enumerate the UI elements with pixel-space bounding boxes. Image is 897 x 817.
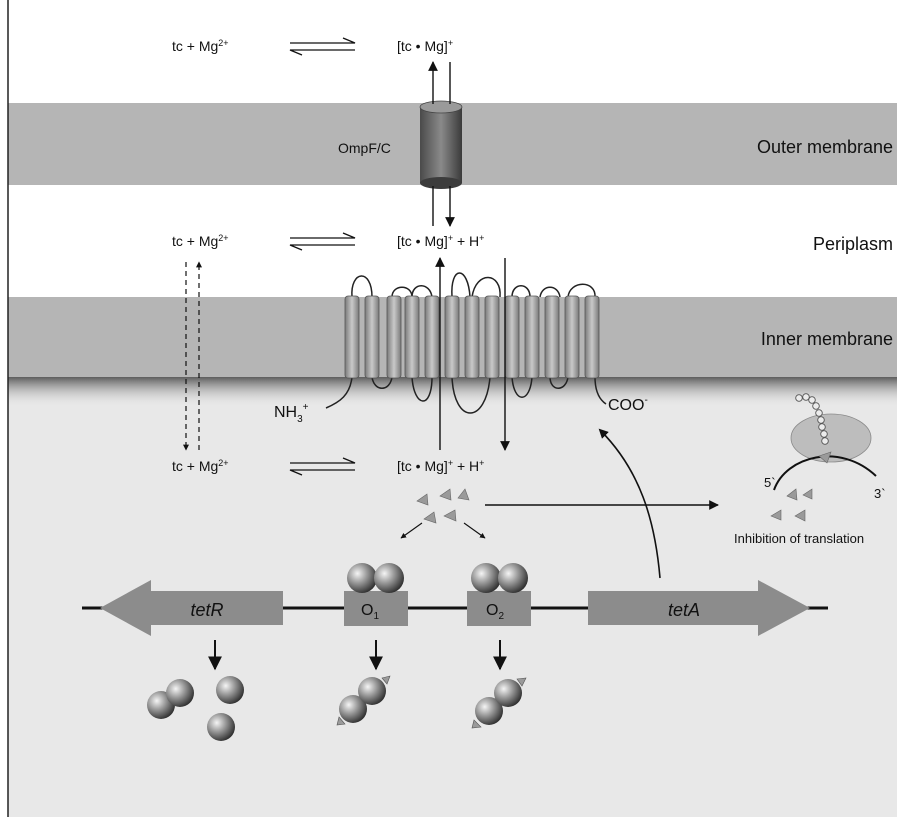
c-terminus-label: COO- bbox=[608, 395, 648, 414]
svg-text:[tc • Mg]+ + H+: [tc • Mg]+ + H+ bbox=[397, 233, 484, 249]
inner-membrane-label: Inner membrane bbox=[761, 329, 893, 349]
tetr-label: tetR bbox=[190, 600, 223, 620]
porin-ompf-c bbox=[420, 101, 462, 189]
teta-label: tetA bbox=[668, 600, 700, 620]
svg-text:[tc • Mg]+ + H+: [tc • Mg]+ + H+ bbox=[397, 458, 484, 474]
svg-text:[tc • Mg]+: [tc • Mg]+ bbox=[397, 38, 453, 54]
periplasm-label: Periplasm bbox=[813, 234, 893, 254]
inhibition-caption: Inhibition of translation bbox=[734, 531, 864, 546]
outer-membrane-label: Outer membrane bbox=[757, 137, 893, 157]
porin-label: OmpF/C bbox=[338, 140, 391, 156]
three-prime-label: 3` bbox=[874, 486, 886, 501]
five-prime-label: 5` bbox=[764, 475, 776, 490]
